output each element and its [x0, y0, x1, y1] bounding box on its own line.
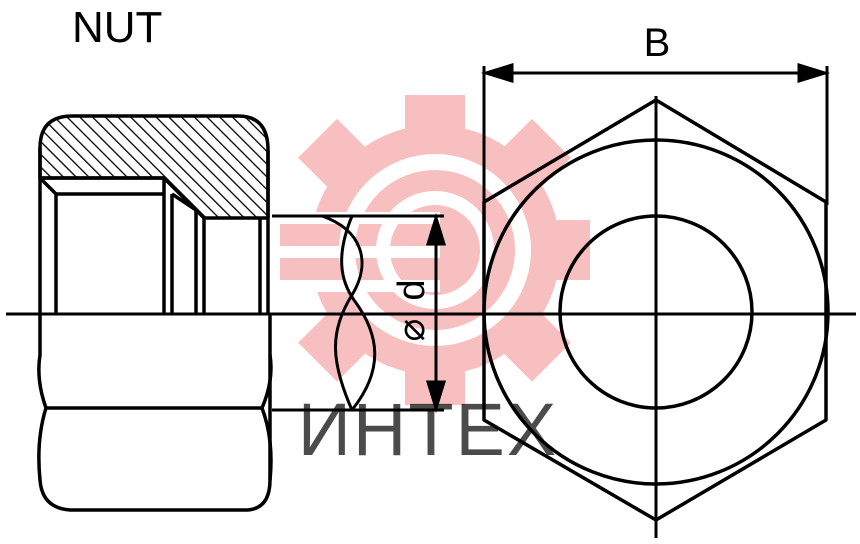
nut-outline-left: [37, 148, 272, 512]
gear-logo-icon: [270, 95, 590, 405]
diameter-dimension: [272, 212, 447, 414]
gear-tooth: [405, 95, 465, 145]
width-dimension: [480, 62, 831, 205]
hex-curve-right: [260, 315, 273, 409]
gear-stripe: [270, 280, 440, 292]
arrow-down-icon: [425, 380, 447, 414]
gear-tooth: [493, 303, 571, 382]
chamfer-edge: [38, 176, 58, 196]
hex-curve-right-lower: [260, 407, 273, 481]
diameter-label: ⌀ d: [391, 279, 433, 341]
break-line-right: [340, 215, 377, 411]
gear-stripe: [270, 212, 440, 224]
gear-tooth: [298, 118, 376, 197]
width-label: B: [644, 21, 671, 65]
arrow-left-icon: [480, 62, 514, 84]
nut-side-view: [37, 114, 273, 512]
diameter-letter: d: [391, 279, 433, 300]
drawing-title: NUT: [72, 3, 162, 52]
diameter-symbol: ⌀: [391, 319, 433, 342]
gear-stripe: [270, 246, 440, 258]
section-hatch: [38, 114, 270, 220]
thread-chamfer: [171, 192, 197, 212]
watermark-text: ИНТЕХ: [298, 388, 559, 471]
arrow-right-icon: [797, 62, 831, 84]
arrow-up-icon: [425, 212, 447, 246]
